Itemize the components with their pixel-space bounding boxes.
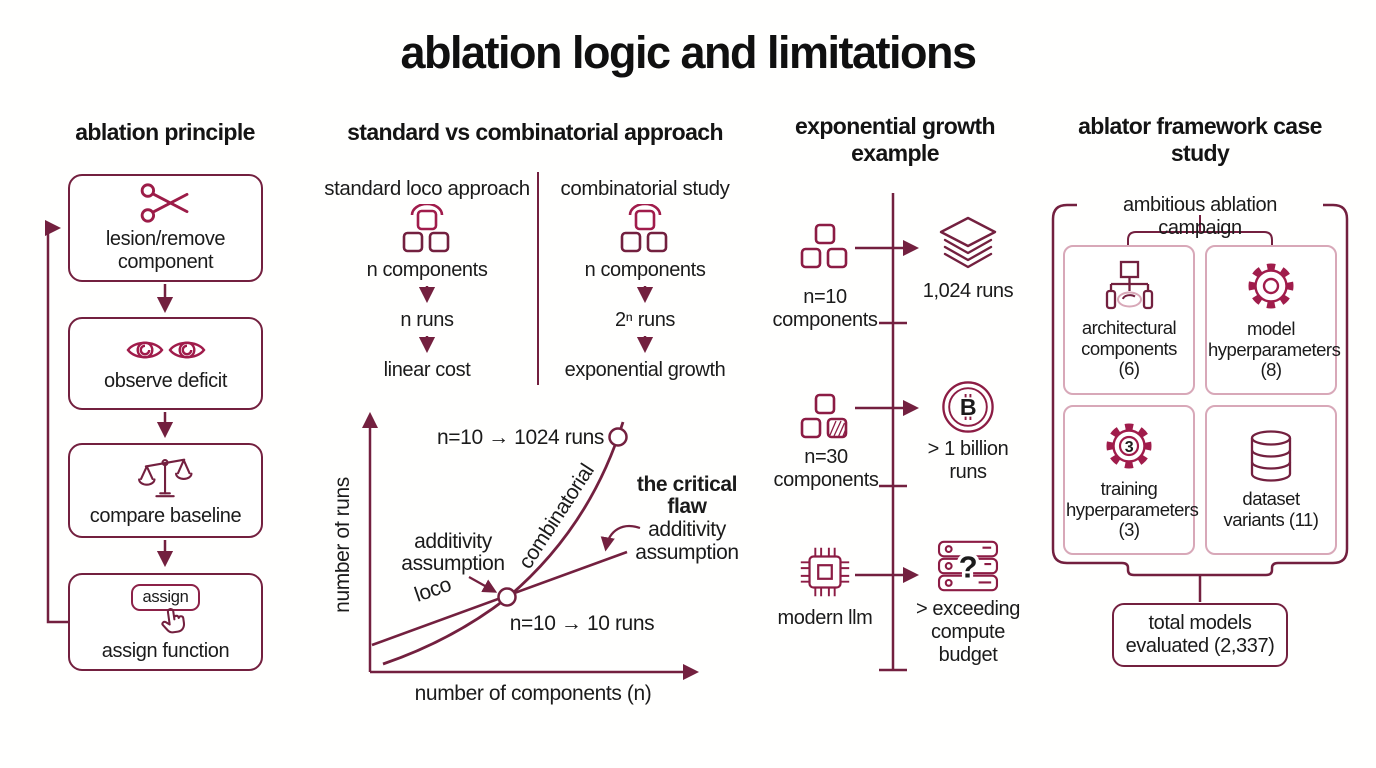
loco-step1: n components — [366, 259, 488, 281]
comb-step1: n components — [584, 259, 706, 281]
total-models-label: total models evaluated (2,337) — [1125, 612, 1275, 657]
pointer-hand-icon — [160, 607, 185, 633]
assign-button: assign — [130, 583, 201, 611]
total-models-box: total models evaluated (2,337) — [1112, 603, 1288, 667]
principle-step-1: lesion/remove component — [68, 174, 263, 282]
casestudy-box-label: model hyperparameters (8) — [1208, 317, 1341, 381]
question-glyph: ? — [959, 550, 977, 585]
casestudy-header: ablator framework case study — [1078, 113, 1322, 167]
critical-flaw-line3: additivity — [648, 518, 727, 541]
campaign-label: ambitious ablation campaign — [1122, 194, 1277, 239]
casestudy-box-label: architectural components (6) — [1081, 316, 1177, 380]
principle-connectors — [44, 219, 174, 624]
growth-row2-right-label: > 1 billion runs — [927, 438, 1009, 483]
casestudy-box-architectural: architectural components (6) — [1063, 245, 1195, 395]
down-arrow — [637, 286, 653, 304]
loco-step3: linear cost — [383, 359, 471, 381]
comb-step3: exponential growth — [564, 359, 726, 381]
page-title: ablation logic and limitations — [400, 27, 977, 78]
blocks-hatched-icon — [800, 393, 848, 439]
database-icon — [1250, 430, 1292, 482]
eyes-icon — [126, 341, 205, 359]
principle-header: ablation principle — [75, 119, 255, 145]
principle-step-4: assign assign function — [68, 573, 263, 671]
layers-icon — [939, 216, 997, 269]
campaign-outline — [1051, 203, 1349, 602]
annotation-1024-runs: n=10 → 1024 runs — [437, 426, 604, 449]
growth-row3-right-label: > exceeding compute budget — [915, 598, 1021, 666]
critical-flaw-line1: the critical — [637, 473, 737, 496]
growth-timeline — [855, 193, 920, 672]
scissors-icon — [140, 183, 188, 223]
additivity-annotation-line2: assumption — [401, 552, 504, 575]
down-arrow — [419, 286, 435, 304]
datapoint-1024-runs — [608, 427, 628, 447]
principle-step-3: compare baseline — [68, 443, 263, 538]
casestudy-box-training-hparams: 3 training hyperparameters (3) — [1063, 405, 1199, 555]
coin-icon: B — [942, 381, 994, 433]
comb-subheader: combinatorial study — [560, 177, 730, 200]
growth-row1-left-label: n=10 components — [772, 286, 878, 331]
loco-step2: n runs — [400, 309, 454, 331]
comb-step2: 2ⁿ runs — [614, 309, 676, 331]
loop-arrow — [44, 219, 68, 624]
step-label: assign function — [101, 639, 230, 662]
principle-step-2: observe deficit — [68, 317, 263, 410]
blocks-icon — [620, 204, 668, 253]
datapoint-10-runs — [497, 587, 517, 607]
critical-flaw-line4: assumption — [635, 541, 738, 564]
gear-3-icon: 3 — [1106, 423, 1152, 469]
chip-icon — [800, 547, 850, 597]
comparison-divider — [537, 172, 539, 385]
runs-vs-components-chart: number of runs number of components (n) … — [335, 411, 739, 705]
growth-row2-left-label: n=30 components — [773, 446, 879, 491]
blocks-icon — [800, 223, 848, 269]
hierarchy-icon — [1105, 260, 1153, 309]
additivity-pointer-arrow — [468, 576, 498, 593]
comparison-header: standard vs combinatorial approach — [347, 119, 723, 145]
server-question-icon: ? — [937, 540, 999, 592]
loco-line-label: loco — [412, 573, 454, 607]
down-arrow — [637, 336, 653, 354]
y-axis-label: number of runs — [335, 477, 354, 613]
down-arrow — [419, 336, 435, 354]
blocks-icon — [402, 204, 450, 253]
flaw-pointer-arrow — [600, 524, 641, 552]
growth-header: exponential growth example — [794, 113, 996, 167]
gear-icon — [1248, 263, 1294, 309]
combinatorial-curve-label: combinatorial — [514, 460, 598, 573]
critical-flaw-line2: flaw — [667, 495, 707, 518]
gear-3-glyph: 3 — [1125, 439, 1134, 456]
step-label: compare baseline — [89, 505, 242, 528]
campaign-bracket — [1127, 231, 1273, 245]
growth-row1-right-label: 1,024 runs — [922, 280, 1014, 302]
coin-glyph: B — [960, 394, 976, 420]
additivity-annotation-line1: additivity — [414, 530, 493, 553]
loco-subheader: standard loco approach — [324, 177, 530, 200]
annotation-10-runs: n=10 → 10 runs — [510, 612, 654, 635]
casestudy-box-model-hparams: model hyperparameters (8) — [1205, 245, 1341, 395]
step-label: lesion/remove component — [105, 228, 226, 273]
balance-scale-icon — [137, 458, 192, 498]
x-axis-label: number of components (n) — [415, 682, 652, 705]
casestudy-box-datasets: dataset variants (11) — [1205, 405, 1337, 555]
casestudy-box-label: dataset variants (11) — [1223, 488, 1319, 530]
casestudy-box-label: training hyperparameters (3) — [1066, 477, 1199, 541]
step-label: observe deficit — [104, 369, 227, 392]
growth-row3-left-label: modern llm — [777, 607, 873, 629]
